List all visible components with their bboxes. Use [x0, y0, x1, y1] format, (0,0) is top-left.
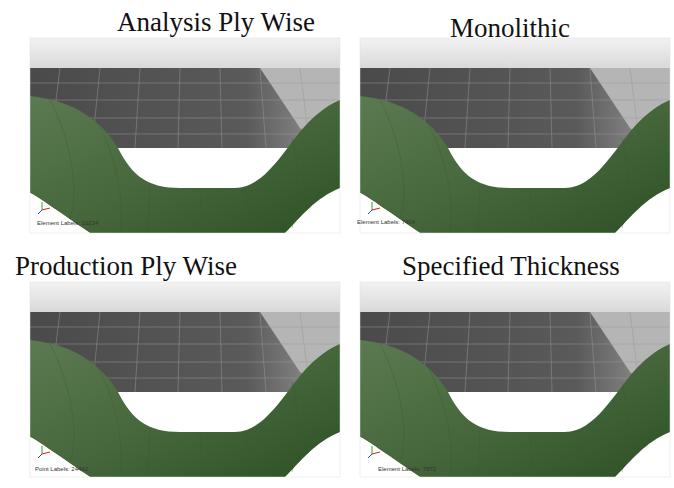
panel-title: Monolithic: [450, 14, 570, 44]
viewport-label: Element Labels: 7404: [357, 219, 415, 226]
panel-title: Specified Thickness: [402, 252, 620, 282]
panel-title: Analysis Ply Wise: [117, 8, 315, 38]
viewport-label: Element Labels: 10224: [37, 220, 98, 227]
panel-title: Production Ply Wise: [15, 252, 237, 282]
viewport-label: Element Labels: 7972: [378, 466, 436, 473]
viewport-label: Point Labels: 24442: [35, 466, 88, 473]
